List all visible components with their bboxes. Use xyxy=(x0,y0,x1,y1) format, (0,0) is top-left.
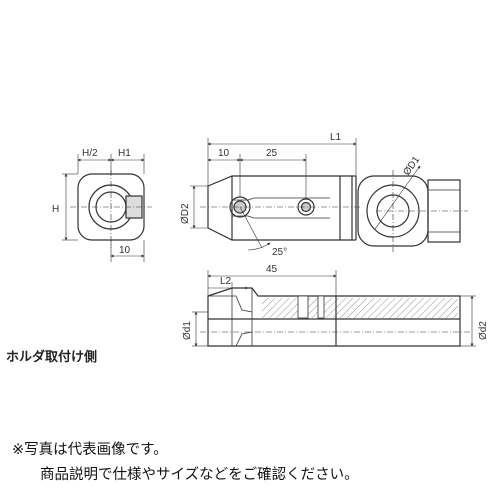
top-view-angle-label: 25° xyxy=(272,247,287,258)
section-view-d1-label: Ød1 xyxy=(182,321,193,340)
section-view-45-label: 45 xyxy=(266,264,278,275)
front-view xyxy=(62,154,152,262)
top-view-l1-label: L1 xyxy=(330,132,342,143)
front-view-h-label: H xyxy=(52,204,59,215)
section-view xyxy=(192,270,476,347)
right-view xyxy=(357,165,468,252)
front-view-h-half-label: H/2 xyxy=(82,148,98,159)
top-view-10-label: 10 xyxy=(218,148,230,159)
section-view-d2-label: Ød2 xyxy=(478,321,489,340)
section-view-l2-label: L2 xyxy=(220,276,232,287)
section-view-hatch xyxy=(262,298,458,318)
top-view xyxy=(190,138,362,251)
top-view-25-label: 25 xyxy=(266,148,278,159)
top-view-d2-label: ØD2 xyxy=(180,203,191,224)
front-view-h1-label: H1 xyxy=(118,148,131,159)
technical-drawing: H/2 H1 H 10 L1 10 25 ØD2 25° xyxy=(52,132,489,347)
front-view-10-label: 10 xyxy=(119,245,131,256)
right-view-d1-label: ØD1 xyxy=(401,154,422,178)
holder-side-label: ホルダ取付け側 xyxy=(6,350,98,365)
spec-note: 商品説明で仕様やサイズなどをご確認ください。 xyxy=(40,467,359,483)
photo-note: ※写真は代表画像です。 xyxy=(12,442,168,458)
